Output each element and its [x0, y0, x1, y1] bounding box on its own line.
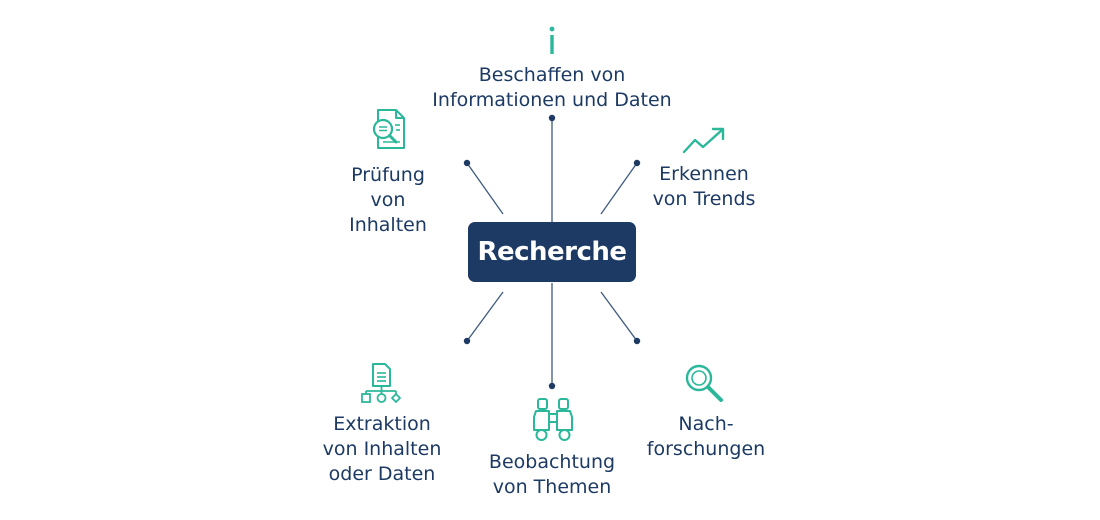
node-pruefung: Prüfung von Inhalten	[318, 163, 458, 238]
node-beobachtung-line-1: Beobachtung	[488, 451, 616, 473]
connector-top-left	[466, 162, 504, 215]
connector-bottom-right-dot	[633, 337, 641, 345]
node-beschaffen-line-2: Informationen und Daten	[432, 89, 672, 111]
info-icon	[549, 26, 555, 54]
node-beschaffen: Beschaffen von Informationen und Daten	[402, 63, 702, 113]
connector-top-right	[600, 162, 638, 215]
node-pruefung-line-2: von	[370, 189, 406, 211]
connector-bottom-dot	[548, 382, 556, 390]
node-extraktion-line-3: oder Daten	[328, 463, 436, 485]
connector-top-left-dot	[463, 159, 471, 167]
connector-bottom-right	[600, 291, 638, 342]
node-pruefung-line-3: Inhalten	[349, 214, 427, 236]
node-nachforschungen-line-1: Nach-	[678, 413, 734, 435]
node-extraktion: Extraktion von Inhalten oder Daten	[308, 412, 456, 487]
connector-bottom-left	[466, 291, 504, 342]
node-trends: Erkennen von Trends	[634, 162, 774, 212]
magnifier-icon	[685, 364, 723, 402]
binoculars-icon	[533, 398, 573, 441]
node-extraktion-line-1: Extraktion	[333, 413, 431, 435]
connector-bottom-left-dot	[463, 337, 471, 345]
node-nachforschungen: Nach- forschungen	[636, 412, 776, 462]
node-extraktion-line-2: von Inhalten	[322, 438, 442, 460]
connector-top-dot	[548, 114, 556, 122]
document-search-icon	[372, 109, 405, 149]
node-trends-line-2: von Trends	[652, 188, 756, 210]
center-node-recherche: Recherche	[468, 222, 636, 282]
node-beobachtung-line-2: von Themen	[492, 476, 612, 498]
trend-arrow-icon	[682, 127, 725, 154]
document-flowchart-icon	[361, 363, 401, 403]
node-beobachtung: Beobachtung von Themen	[472, 450, 632, 500]
node-nachforschungen-line-2: forschungen	[646, 438, 766, 460]
connector-top-right-dot	[633, 159, 641, 167]
center-label: Recherche	[477, 237, 627, 267]
node-pruefung-line-1: Prüfung	[351, 164, 425, 186]
node-trends-line-1: Erkennen	[659, 163, 749, 185]
node-beschaffen-line-1: Beschaffen von	[478, 64, 626, 86]
